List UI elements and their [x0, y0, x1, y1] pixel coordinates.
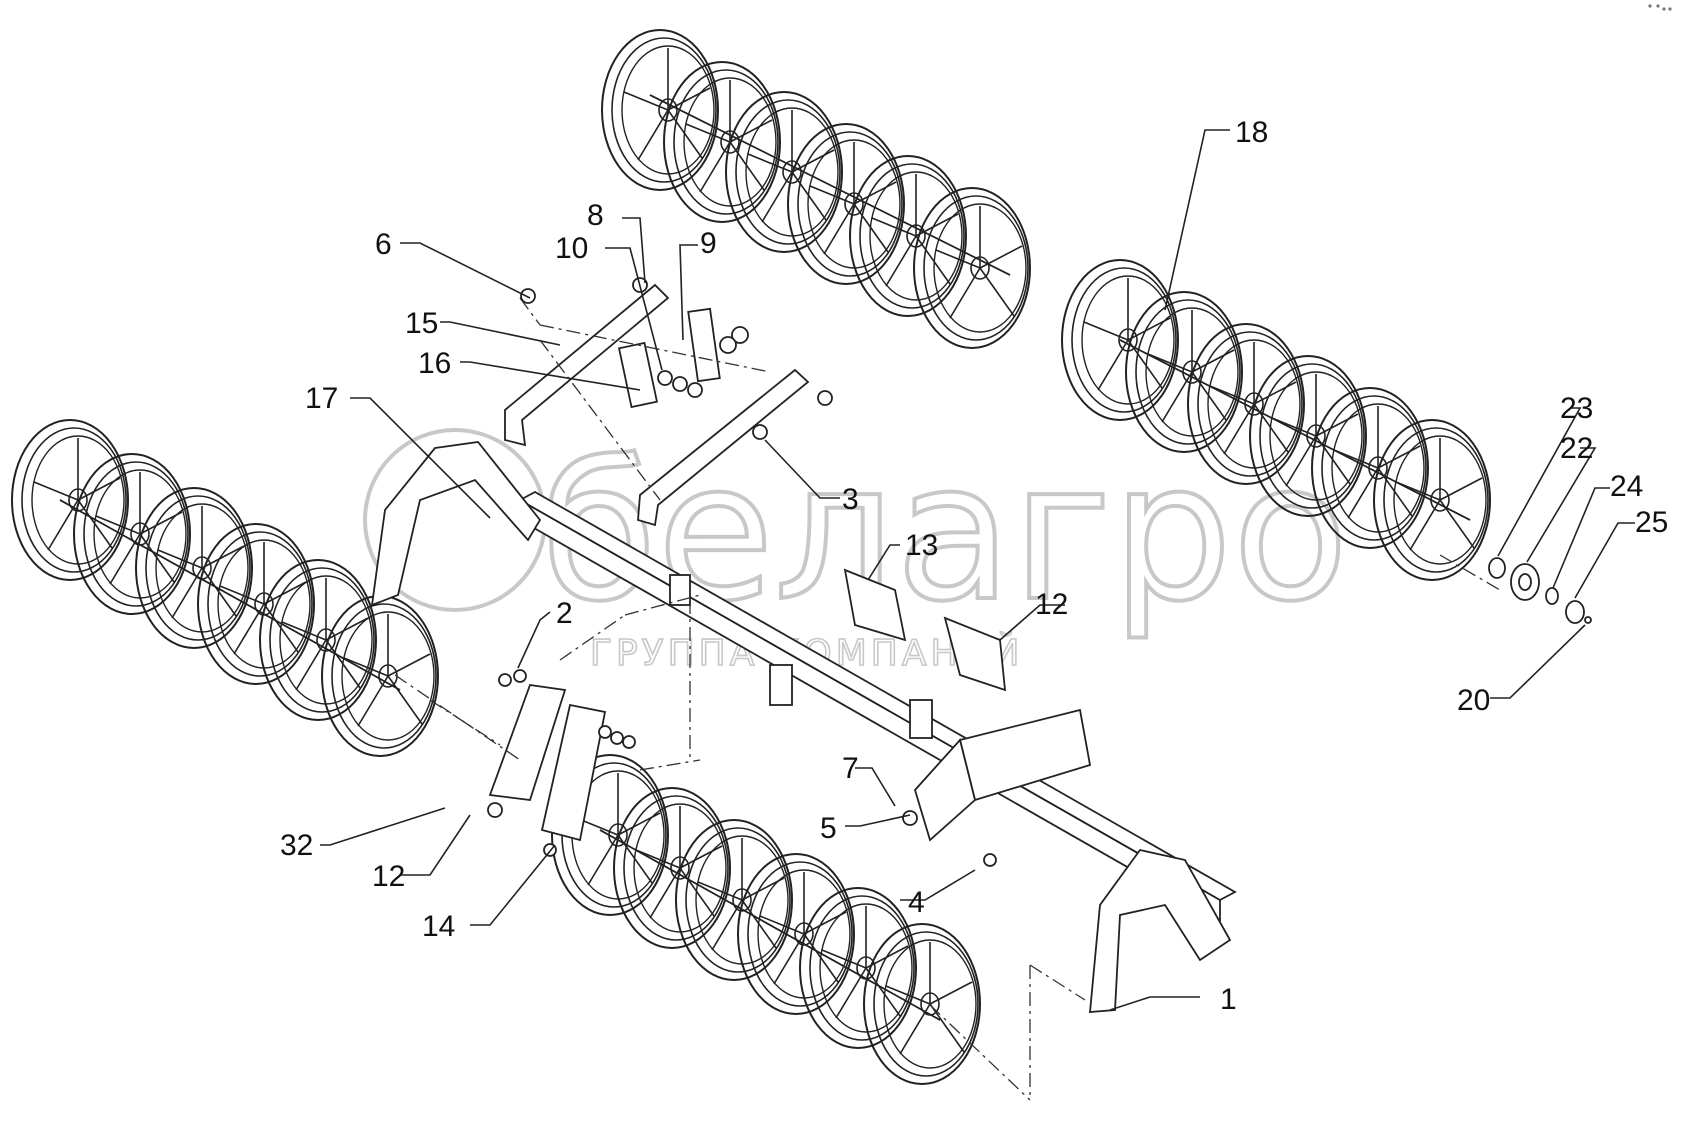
callout-7: 7: [842, 752, 859, 785]
callout-2: 2: [556, 597, 573, 630]
callout-12-right: 12: [1035, 588, 1068, 621]
callout-17: 17: [305, 382, 338, 415]
callout-12-left: 12: [372, 860, 405, 893]
callout-32: 32: [280, 829, 313, 862]
callout-10: 10: [555, 232, 588, 265]
roller-assembly-left: [11, 419, 439, 757]
callout-4: 4: [908, 886, 925, 919]
callout-14: 14: [422, 910, 455, 943]
corner-mark: [1648, 4, 1672, 11]
leader-lines: [320, 129, 1635, 1011]
roller-assembly-right: [1061, 259, 1491, 581]
main-frame-beam: [370, 441, 1237, 1013]
alignment-lines: [394, 339, 1501, 1101]
roller-assembly-bottom: [551, 754, 981, 1085]
callout-18: 18: [1235, 116, 1268, 149]
lower-bracket-set: [487, 568, 1007, 867]
watermark: белагро ГРУППА КОМПАНИЙ: [363, 420, 1351, 675]
callout-23: 23: [1560, 392, 1593, 425]
callout-6: 6: [375, 228, 392, 261]
callout-15: 15: [405, 307, 438, 340]
callout-20: 20: [1457, 684, 1490, 717]
roller-assembly-top: [601, 29, 1031, 349]
callout-3: 3: [842, 483, 859, 516]
watermark-brand: белагро: [540, 422, 1349, 643]
callout-1: 1: [1220, 983, 1237, 1016]
callout-13: 13: [905, 529, 938, 562]
callout-16: 16: [418, 347, 451, 380]
hub-parts: [1488, 557, 1592, 624]
callout-5: 5: [820, 812, 837, 845]
callout-labels: 1 2 3 4 5 6 7 8 9 10 12 12 13 14 15 16 1…: [280, 116, 1668, 1016]
callout-24: 24: [1610, 470, 1643, 503]
callout-8: 8: [587, 199, 604, 232]
callout-22: 22: [1560, 432, 1593, 465]
callout-9: 9: [700, 227, 717, 260]
upper-bracket-set: [504, 277, 833, 527]
callout-25: 25: [1635, 506, 1668, 539]
